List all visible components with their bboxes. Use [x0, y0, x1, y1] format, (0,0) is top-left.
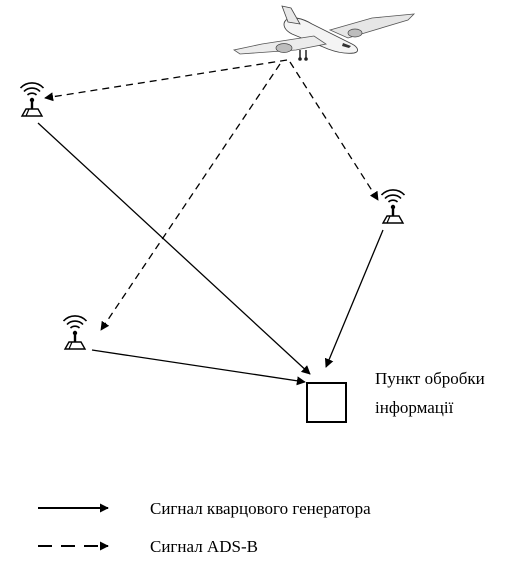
dashed-arrow-to-station2	[289, 61, 379, 201]
solid-signal-arrows	[37, 122, 384, 386]
ground-station-3-radio-antenna-icon	[62, 314, 88, 351]
solid-arrow-station3	[91, 349, 306, 386]
ground-station-1-radio-antenna-icon	[19, 81, 45, 118]
dashed-signal-arrows	[44, 59, 379, 331]
legend-solid-label: Сигнал кварцового генератора	[150, 499, 371, 518]
legend-dashed-label: Сигнал ADS-B	[150, 537, 258, 556]
ground-station-2-radio-antenna-icon	[380, 188, 406, 225]
dashed-arrow-to-station3	[100, 63, 281, 331]
airplane-icon	[232, 5, 416, 61]
dashed-arrow-to-station1	[44, 59, 288, 102]
solid-arrow-station1	[37, 122, 311, 375]
processing-point-label-line2: інформації	[375, 398, 454, 417]
processing-point-label-line1: Пункт обробки	[375, 369, 485, 388]
solid-arrow-station2	[324, 229, 384, 368]
processing-point-square-box-icon	[306, 382, 347, 423]
legend: Сигнал кварцового генератора Сигнал ADS-…	[38, 499, 371, 556]
